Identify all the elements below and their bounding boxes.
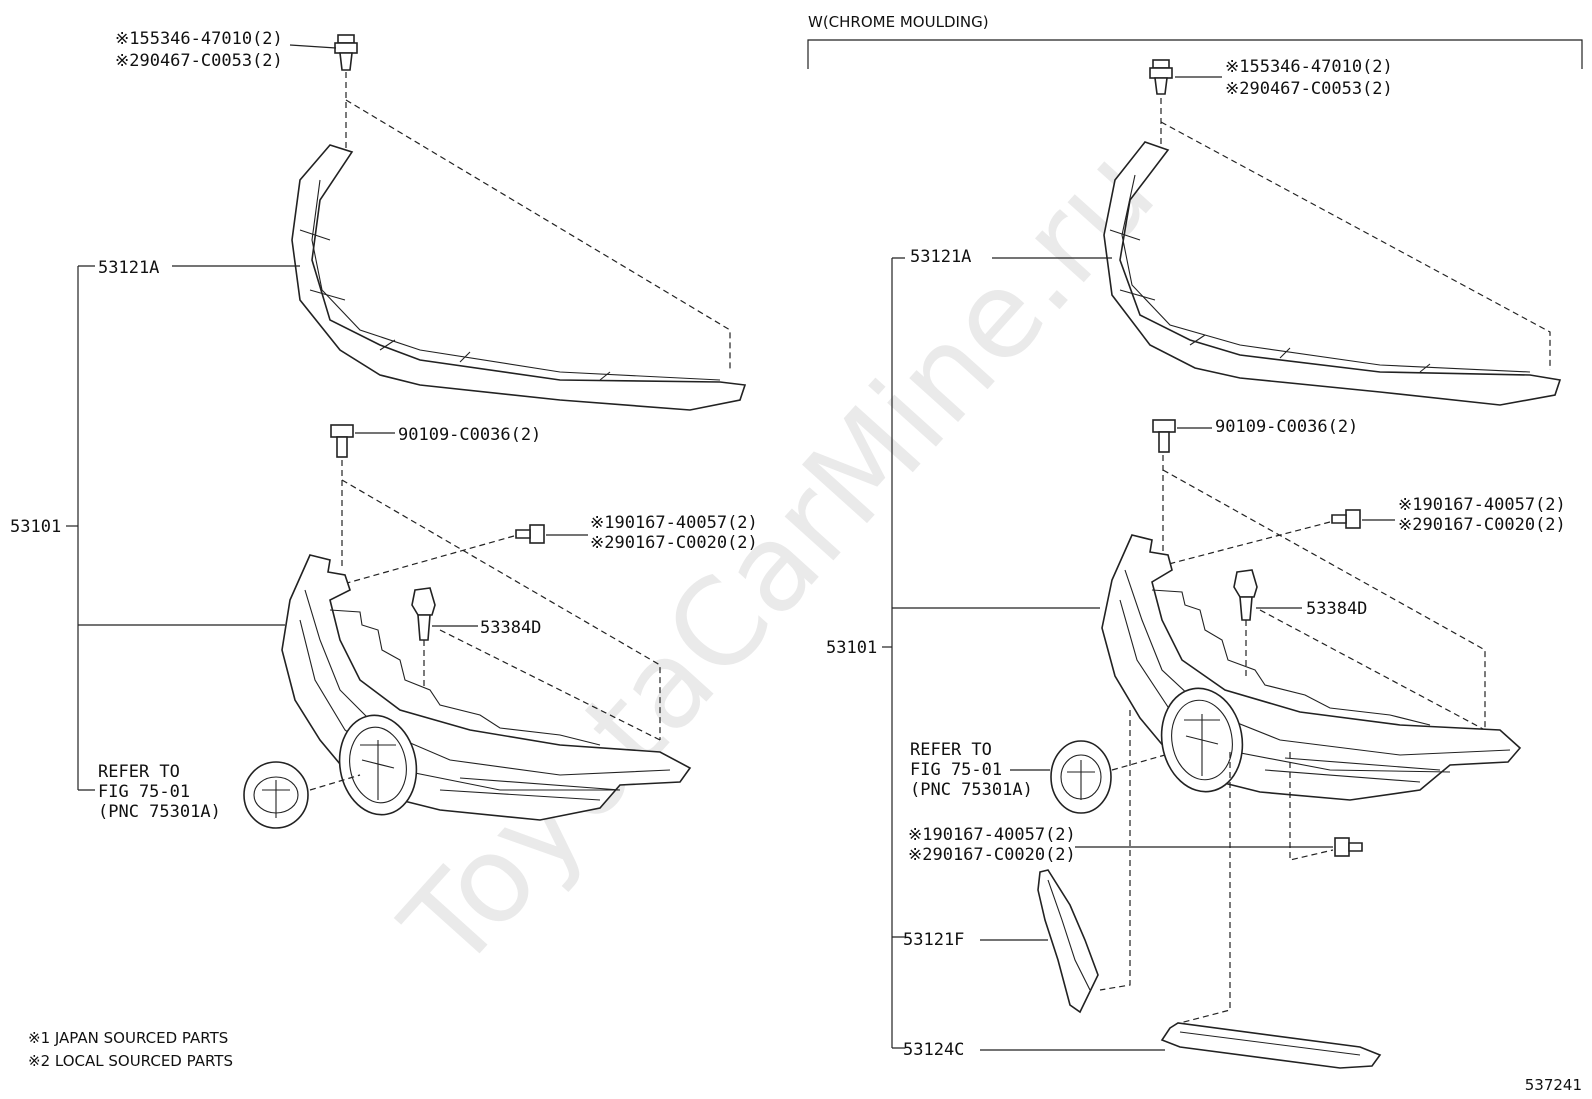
right-screw-label-1: ※190167-40057(2) [1398,495,1566,515]
watermark-text: ToyotaCarMine.ru [377,124,1182,997]
left-bolt-label: 90109-C0036(2) [398,425,541,445]
left-ref-line2: FIG 75-01 [98,782,190,802]
right-assembly-label: 53101 [826,638,877,658]
left-assembly: ※155346-47010(2) ※290467-C0053(2) 53121A… [10,29,758,829]
left-stud-icon [411,587,436,641]
left-clip-label-1: ※155346-47010(2) [115,29,283,49]
right-lower-screw-label-1: ※190167-40057(2) [908,825,1076,845]
right-grille [1101,534,1522,801]
left-assembly-label: 53101 [10,517,61,537]
left-screw-label-2: ※290167-C0020(2) [590,533,758,553]
left-grille [281,554,692,821]
right-ref-line1: REFER TO [910,740,992,760]
note-japan: ※1 JAPAN SOURCED PARTS [28,1029,228,1047]
left-screw-icon [515,524,545,544]
left-screw-label-1: ※190167-40057(2) [590,513,758,533]
left-stud-label: 53384D [480,618,541,638]
left-emblem-icon [243,761,309,829]
left-ref-line3: (PNC 75301A) [98,802,221,822]
figure-number: 537241 [1525,1076,1582,1094]
right-clip-label-2: ※290467-C0053(2) [1225,79,1393,99]
right-side-moulding-label: 53121F [903,930,964,950]
right-stud-label: 53384D [1306,599,1367,619]
right-bolt-icon [1152,419,1176,453]
right-clip-icon [1149,59,1173,95]
right-side-moulding [1037,869,1099,1014]
right-ref-line3: (PNC 75301A) [910,780,1033,800]
right-lower-screw-icon [1334,837,1363,857]
right-screw-label-2: ※290167-C0020(2) [1398,515,1566,535]
right-screw-icon [1331,509,1361,529]
right-bolt-label: 90109-C0036(2) [1215,417,1358,437]
right-moulding-label: 53121A [910,247,971,267]
right-upper-moulding [1103,141,1562,406]
left-upper-moulding [291,144,747,411]
variant-label: W(CHROME MOULDING) [808,13,989,31]
right-emblem-icon [1050,740,1112,814]
right-lower-moulding-label: 53124C [903,1040,964,1060]
left-moulding-label: 53121A [98,258,159,278]
note-local: ※2 LOCAL SOURCED PARTS [28,1052,233,1070]
left-clip-label-2: ※290467-C0053(2) [115,51,283,71]
right-clip-label-1: ※155346-47010(2) [1225,57,1393,77]
right-stud-icon [1233,569,1258,621]
right-lower-moulding [1160,1022,1382,1069]
right-ref-line2: FIG 75-01 [910,760,1002,780]
left-clip-icon [334,34,358,71]
right-assembly: W(CHROME MOULDING) ※155346-47010(2) ※290… [807,13,1583,1069]
right-lower-screw-label-2: ※290167-C0020(2) [908,845,1076,865]
left-ref-line1: REFER TO [98,762,180,782]
left-bolt-icon [330,424,354,458]
